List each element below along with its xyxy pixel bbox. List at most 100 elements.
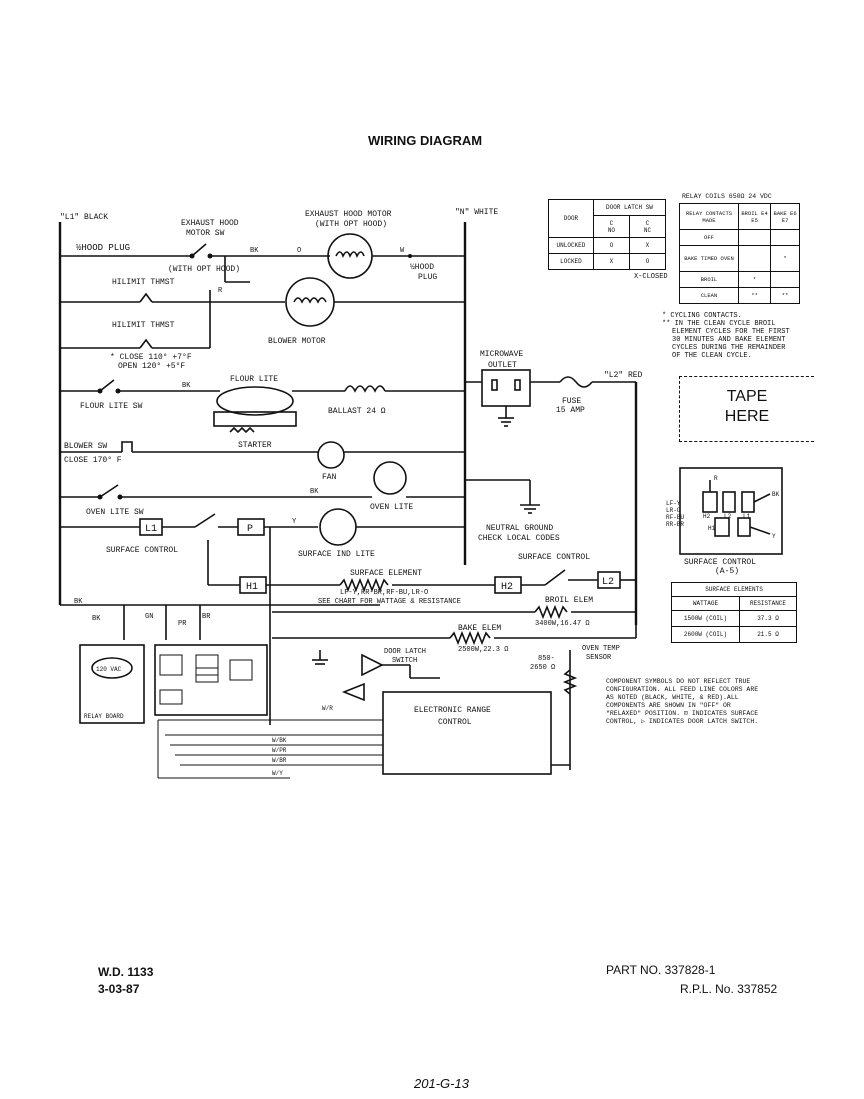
surface-control-a5 <box>679 467 783 555</box>
table-row: CLEAN ** ** <box>679 287 800 304</box>
fuse-symbol <box>559 376 593 388</box>
table-row: 2600W (COIL) 21.5 Ω <box>670 626 797 643</box>
table-row: BAKE TIMED OVEN * <box>679 245 800 272</box>
oven-temp-range-2: 2650 Ω <box>530 664 555 672</box>
surface-elements-title: SURFACE ELEMENTS <box>671 582 797 597</box>
with-opt-hood-label: (WITH OPT HOOD) <box>168 265 240 274</box>
ballast-label: BALLAST 24 Ω <box>328 407 386 416</box>
wire-bk-3: BK <box>310 488 319 496</box>
surface-elements-col-wattage: WATTAGE <box>670 596 741 611</box>
wd-number: W.D. 1133 <box>98 965 154 979</box>
relay-col-bake: BAKE E6 E7 <box>770 203 800 230</box>
oven-lite-label: OVEN LITE <box>370 503 413 512</box>
flour-lite-sw-label: FLOUR LITE SW <box>80 402 143 411</box>
blower-sw-label-2: CLOSE 170° F <box>64 456 122 465</box>
oven-temp-range-1: 850- <box>538 655 555 663</box>
cycling-note-4: 30 MINUTES AND BAKE ELEMENT <box>672 336 785 344</box>
pin-rf: RF-BU <box>666 514 684 521</box>
wire-o-1: O <box>297 247 301 255</box>
pin-rr: RR-BR <box>666 521 684 528</box>
microwave-outlet-symbol <box>481 369 531 407</box>
pin-h2: H2 <box>703 513 711 520</box>
surface-control-circuit <box>60 508 636 594</box>
rpl-number: R.P.L. No. 337852 <box>680 982 778 996</box>
broil-elem-label: BROIL ELEM <box>545 596 593 605</box>
erc-label-1: ELECTRONIC RANGE <box>414 706 491 715</box>
x-closed-label: X-CLOSED <box>634 273 668 281</box>
hood-plug-right-label-1: ½HOOD <box>410 263 434 272</box>
electronic-range-control-box <box>382 691 552 775</box>
blower-motor-label: BLOWER MOTOR <box>268 337 326 346</box>
hilimit-label-2: HILIMIT THMST <box>112 321 175 330</box>
fuse-label-2: 15 AMP <box>556 406 585 415</box>
wire-bk-2: BK <box>182 382 191 390</box>
part-number: PART NO. 337828-1 <box>606 963 716 977</box>
microwave-circuit <box>481 369 636 427</box>
ballast-coil <box>344 385 386 393</box>
p-box-label: P <box>247 524 253 535</box>
relay-board <box>79 644 268 724</box>
door-latch-col-door: DOOR <box>548 199 594 238</box>
table-row: UNLOCKED O X <box>548 237 667 254</box>
fuse-label-1: FUSE <box>562 397 581 406</box>
close-open-label-2: OPEN 120° +5°F <box>118 362 185 371</box>
component-note-5: "RELAXED" POSITION. ⊡ INDICATES SURFACE <box>606 710 758 717</box>
handwritten-code: 201-G-13 <box>413 1076 470 1091</box>
flour-lite-circuit <box>60 379 482 434</box>
oven-lite-sw-label: OVEN LITE SW <box>86 508 144 517</box>
cycling-note-5: CYCLES DURING THE REMAINDER <box>672 344 786 352</box>
door-latch-header: DOOR LATCH SW <box>592 199 667 216</box>
h2-box-label: H2 <box>501 582 513 593</box>
l2-box-label: L2 <box>602 577 614 588</box>
h1-box-label: H1 <box>246 582 258 593</box>
relay-table: RELAY CONTACTS MADE BROIL E4 E5 BAKE E6 … <box>679 203 800 304</box>
microwave-label-2: OUTLET <box>488 361 517 370</box>
pin-l1: L1 <box>743 513 751 520</box>
wire-bk-5: BK <box>92 615 101 623</box>
pin-y: Y <box>772 533 776 540</box>
relay-board-label: RELAY BOARD <box>84 713 124 720</box>
wire-bk-1: BK <box>250 247 259 255</box>
bake-elem-label: BAKE ELEM <box>458 624 501 633</box>
surface-ind-lite-symbol <box>319 508 357 546</box>
surface-control-2-label: SURFACE CONTROL <box>518 553 590 562</box>
wire-r-1: R <box>218 287 223 295</box>
exhaust-sw-label-2: MOTOR SW <box>186 229 225 238</box>
component-note-3: AS NOTED (BLACK, WHITE, & RED).ALL <box>606 694 739 701</box>
wire-bk-4: BK <box>74 598 83 606</box>
oven-lite-symbol <box>373 461 407 495</box>
surface-element-codes: LF-Y,RR-BR,RF-BU,LR-O <box>340 589 428 597</box>
cycling-note-1: * CYCLING CONTACTS. <box>662 312 742 320</box>
wire-br-1: BR <box>202 613 211 621</box>
hilimit-label-1: HILIMIT THMST <box>112 278 175 287</box>
pin-lr: LR-O <box>666 507 681 514</box>
table-row: LOCKED X O <box>548 253 667 270</box>
wire-y-1: Y <box>292 518 297 526</box>
relay-col-broil: BROIL E4 E5 <box>737 203 772 230</box>
exhaust-motor-label-1: EXHAUST HOOD MOTOR <box>305 210 392 219</box>
bake-spec-label: 2500W,22.3 Ω <box>458 646 508 654</box>
surface-control-label: SURFACE CONTROL <box>106 546 178 555</box>
component-note-2: CONFIGURATION. ALL FEED LINE COLORS ARE <box>606 686 758 693</box>
cycling-note-3: ELEMENT CYCLES FOR THE FIRST <box>672 328 790 336</box>
l1-label: "L1" BLACK <box>60 213 108 222</box>
tape-here-box: TAPE HERE <box>679 376 814 442</box>
wire-w-1: W <box>400 247 405 255</box>
flour-lite-label: FLOUR LITE <box>230 375 278 384</box>
coil-volts-label: 120 VAC <box>96 666 122 673</box>
pin-bk: BK <box>772 491 780 498</box>
fan-label: FAN <box>322 473 337 482</box>
erc-label-2: CONTROL <box>438 718 472 727</box>
broil-spec-label: 3400W,16.47 Ω <box>535 620 590 628</box>
surface-ind-lite-label: SURFACE IND LITE <box>298 550 375 559</box>
oven-temp-label-2: SENSOR <box>586 654 612 662</box>
n-label: "N" WHITE <box>455 208 498 217</box>
wire-wy-1: W/Y <box>272 770 283 777</box>
wire-wbk-1: W/BK <box>272 737 287 744</box>
fan-circuit <box>60 441 465 469</box>
here-label: HERE <box>724 408 770 425</box>
l1-box-label: L1 <box>145 524 157 535</box>
erc-area <box>157 650 578 779</box>
